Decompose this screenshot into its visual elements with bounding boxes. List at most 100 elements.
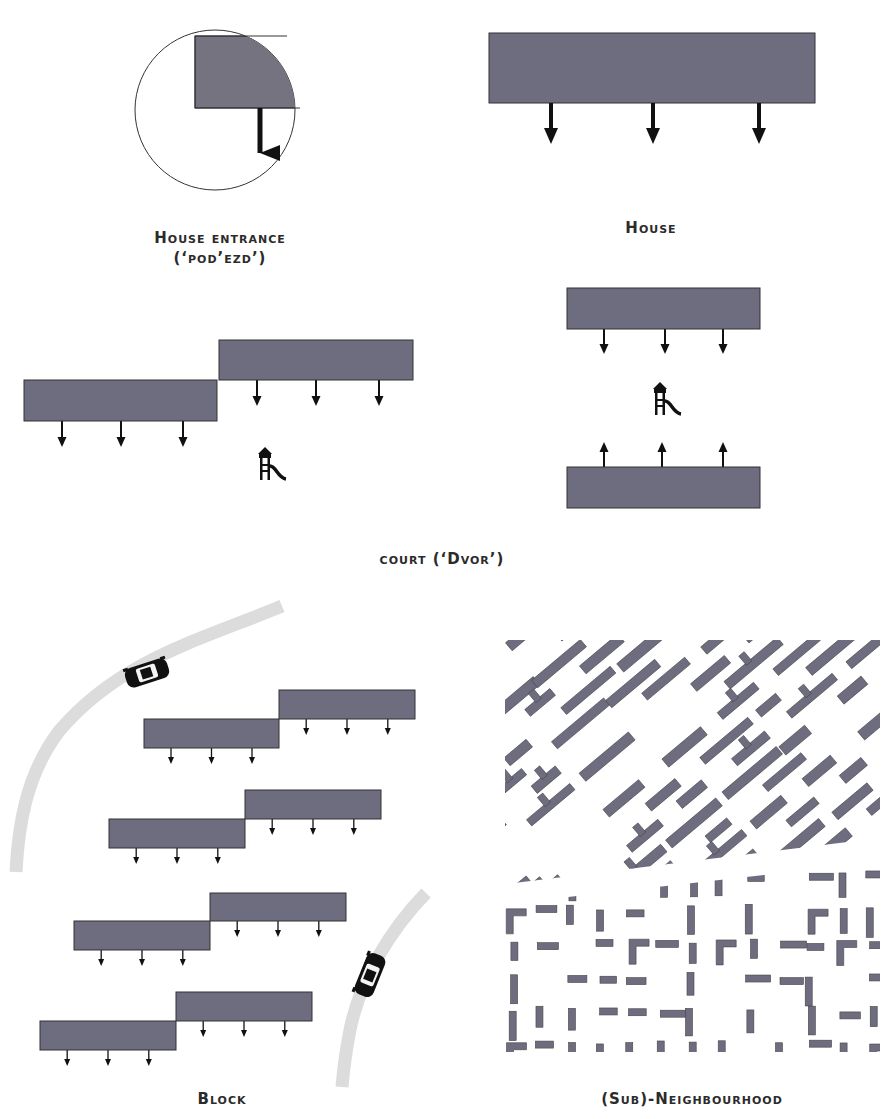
- arrow-head: [275, 930, 281, 937]
- building-footprint: [662, 727, 707, 767]
- building-footprint: [774, 413, 819, 453]
- building-footprint: [225, 764, 271, 805]
- arrow-head: [303, 728, 309, 735]
- arrow-head: [719, 344, 728, 354]
- building-footprint: [870, 593, 883, 607]
- building-footprint: [691, 655, 731, 691]
- building-footprint: [756, 693, 782, 717]
- building-footprint: [732, 307, 787, 355]
- building-footprint: [415, 882, 458, 920]
- building-footprint: [718, 1041, 725, 1069]
- building-footprint: [568, 975, 587, 982]
- building-footprint: [728, 552, 756, 578]
- view-label: (Sub)-Neighbourhood: [542, 1089, 842, 1109]
- building-footprint: [636, 886, 680, 925]
- building-footprint: [660, 525, 687, 550]
- building-footprint: [820, 310, 833, 324]
- arrow-head: [133, 857, 139, 864]
- arrow-head: [146, 1059, 152, 1066]
- building-footprint: [881, 316, 884, 367]
- building-footprint: [840, 909, 847, 934]
- building-footprint: [674, 365, 714, 401]
- building-footprint: [527, 1093, 566, 1119]
- building-footprint: [776, 312, 808, 341]
- building-footprint: [385, 634, 426, 671]
- entrance-arrow: [211, 748, 212, 757]
- building-footprint: [870, 1006, 877, 1026]
- building-footprint: [744, 610, 781, 643]
- building-footprint: [561, 666, 616, 714]
- arrow-head: [351, 828, 357, 835]
- building-footprint: [260, 750, 319, 802]
- building-footprint: [722, 349, 770, 391]
- building-footprint: [536, 1006, 543, 1027]
- building-footprint: [808, 509, 868, 562]
- building-footprint: [525, 689, 556, 717]
- building-footprint: [203, 809, 250, 850]
- building-footprint: [691, 416, 749, 467]
- building-footprint: [638, 600, 664, 624]
- building-footprint: [326, 1017, 360, 1047]
- building-footprint: [691, 874, 698, 897]
- entrance-arrow: [101, 950, 102, 959]
- building-footprint: [606, 659, 661, 707]
- building-footprint: [870, 942, 884, 949]
- entrance-arrow: [306, 719, 307, 728]
- entrance-arrow: [182, 950, 183, 959]
- building-footprint: [687, 906, 694, 934]
- building-footprint: [798, 341, 840, 378]
- building-footprint: [745, 904, 752, 934]
- building-footprint: [534, 766, 547, 780]
- building-footprint: [273, 846, 303, 873]
- building-footprint: [273, 931, 333, 984]
- building-footprint: [689, 943, 696, 963]
- building-footprint: [624, 857, 637, 871]
- building-footprint: [806, 629, 859, 675]
- entrance-arrow: [722, 452, 724, 467]
- entrance-arrow: [603, 452, 605, 467]
- building-footprint: [360, 930, 402, 967]
- building-footprint: [666, 798, 723, 848]
- building-footprint: [811, 302, 857, 343]
- building-footprint: [617, 403, 669, 449]
- building-footprint: [603, 780, 645, 817]
- entrance-arrow: [284, 1021, 285, 1030]
- building-footprint: [234, 742, 268, 773]
- arrow-head: [600, 344, 609, 354]
- building-footprint: [628, 1009, 646, 1016]
- building-footprint: [496, 769, 527, 797]
- building-footprint: [837, 941, 857, 966]
- building-footprint: [304, 758, 344, 794]
- building-footprint: [384, 971, 417, 1001]
- building-footprint: [483, 817, 507, 839]
- arrow-head: [105, 1059, 111, 1066]
- building-footprint: [682, 371, 695, 385]
- building-footprint: [668, 576, 724, 625]
- building-footprint: [660, 1010, 686, 1017]
- arrow-head: [385, 728, 391, 735]
- building-footprint: [424, 966, 457, 996]
- building-footprint: [554, 1116, 607, 1119]
- building-footprint: [687, 972, 694, 995]
- building-footprint: [388, 732, 439, 777]
- building-footprint: [229, 833, 287, 884]
- building-footprint: [805, 977, 812, 1006]
- arrow-head: [180, 959, 186, 966]
- building-footprint: [645, 779, 681, 811]
- building-footprint: [511, 875, 518, 902]
- building-footprint: [783, 373, 833, 417]
- entrance-arrow: [651, 103, 655, 128]
- entrance-arrow: [217, 848, 218, 857]
- building-footprint: [703, 499, 754, 544]
- building-footprint: [581, 525, 626, 566]
- building-footprint: [701, 388, 752, 433]
- building-footprint: [526, 578, 559, 608]
- building-footprint: [505, 621, 538, 651]
- building-footprint: [689, 1042, 696, 1063]
- building-footprint: [300, 970, 350, 1014]
- building-footprint: [610, 844, 667, 894]
- building-footprint: [730, 849, 760, 876]
- building-footprint: [509, 1011, 516, 1040]
- building-footprint: [694, 1056, 739, 1096]
- building-footprint: [868, 243, 884, 296]
